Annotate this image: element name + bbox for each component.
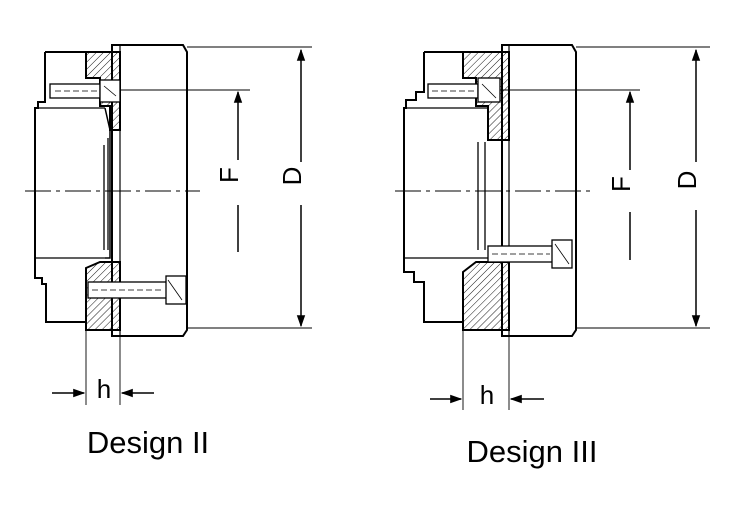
- design-iii-body: [501, 44, 577, 337]
- design-iii-mid-screw: [487, 239, 573, 269]
- design-ii-top-screw: [49, 79, 121, 103]
- design-iii-flange-bottom: [462, 261, 510, 331]
- design-iii-caption: Design III: [467, 434, 598, 469]
- design-ii-body: [111, 44, 188, 337]
- design-iii-label-h: h: [480, 380, 494, 410]
- design-ii-label-h: h: [97, 374, 111, 404]
- design-iii-label-f: F: [606, 176, 636, 192]
- design-ii-drawing: [25, 44, 312, 405]
- design-iii-drawing: [395, 44, 710, 410]
- design-ii-caption: Design II: [87, 425, 209, 460]
- design-ii-bottom-screw: [87, 275, 187, 305]
- design-ii-label-d: D: [277, 167, 307, 186]
- design-iii-label-d: D: [672, 171, 702, 190]
- design-ii-label-f: F: [214, 167, 244, 183]
- design-iii-top-screw: [427, 77, 501, 103]
